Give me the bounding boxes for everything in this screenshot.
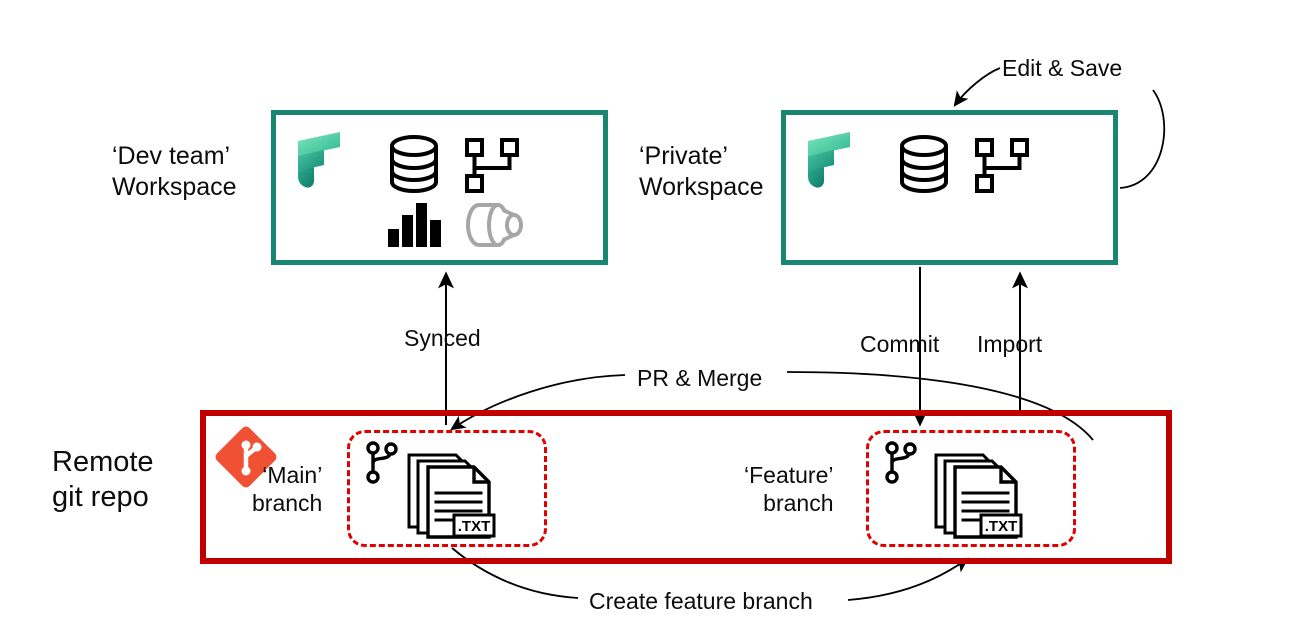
dev-workspace-label-line1: ‘Dev team’ — [112, 142, 231, 170]
lakehouse-database-icon — [900, 135, 948, 194]
dev-workspace-label: ‘Dev team’Workspace — [112, 141, 237, 202]
dev-team-workspace-box[interactable] — [271, 110, 608, 265]
git-branch-icon — [885, 441, 917, 484]
icon-row-bottom — [386, 201, 526, 249]
microsoft-fabric-logo — [808, 132, 850, 188]
remote-repo-label-line2: git repo — [52, 481, 149, 514]
text-files-icon: .TXT — [407, 453, 496, 539]
main-branch-label-line2: branch — [252, 490, 323, 517]
edit-save-connector-label: Edit & Save — [1002, 55, 1123, 81]
pr-merge-connector-label: PR & Merge — [637, 365, 763, 391]
semantic-model-icon — [466, 203, 523, 247]
main-branch-label: ‘Main’branch — [252, 461, 322, 517]
text-files-icon: .TXT — [934, 453, 1023, 539]
git-logo-icon — [215, 426, 277, 488]
main-branch-label-line1: ‘Main’ — [262, 462, 323, 488]
feature-branch-group[interactable]: .TXT — [866, 430, 1076, 547]
microsoft-fabric-logo — [298, 132, 340, 188]
main-branch-group[interactable]: .TXT — [347, 430, 547, 547]
remote-repo-label-line1: Remote — [52, 446, 154, 478]
import-connector-label: Import — [977, 331, 1043, 357]
report-bar-chart-icon — [388, 203, 441, 247]
feature-branch-label: ‘Feature’branch — [744, 461, 833, 517]
feature-branch-label-line1: ‘Feature’ — [744, 462, 834, 488]
data-pipeline-icon — [975, 138, 1029, 193]
private-workspace-label: ‘Private’Workspace — [639, 141, 764, 202]
remote-git-repo-box[interactable] — [200, 410, 1172, 564]
lakehouse-database-icon — [390, 135, 438, 194]
file-extension-label: .TXT — [985, 518, 1018, 535]
file-extension-label: .TXT — [458, 518, 491, 535]
feature-branch-label-line2: branch — [763, 490, 834, 517]
data-pipeline-icon — [465, 138, 519, 193]
icon-row-top — [386, 133, 526, 195]
dev-workspace-item-icons — [386, 133, 526, 249]
private-workspace-box[interactable] — [781, 110, 1118, 265]
git-branch-icon — [366, 441, 398, 484]
icon-row-top — [896, 133, 1032, 195]
private-workspace-label-line2: Workspace — [639, 172, 764, 201]
synced-connector-label: Synced — [404, 325, 481, 351]
create-feature-branch-connector-label: Create feature branch — [589, 588, 813, 614]
private-workspace-label-line1: ‘Private’ — [639, 142, 728, 170]
commit-connector-label: Commit — [860, 331, 940, 357]
dev-workspace-label-line2: Workspace — [112, 172, 237, 201]
private-workspace-item-icons — [896, 133, 1032, 195]
